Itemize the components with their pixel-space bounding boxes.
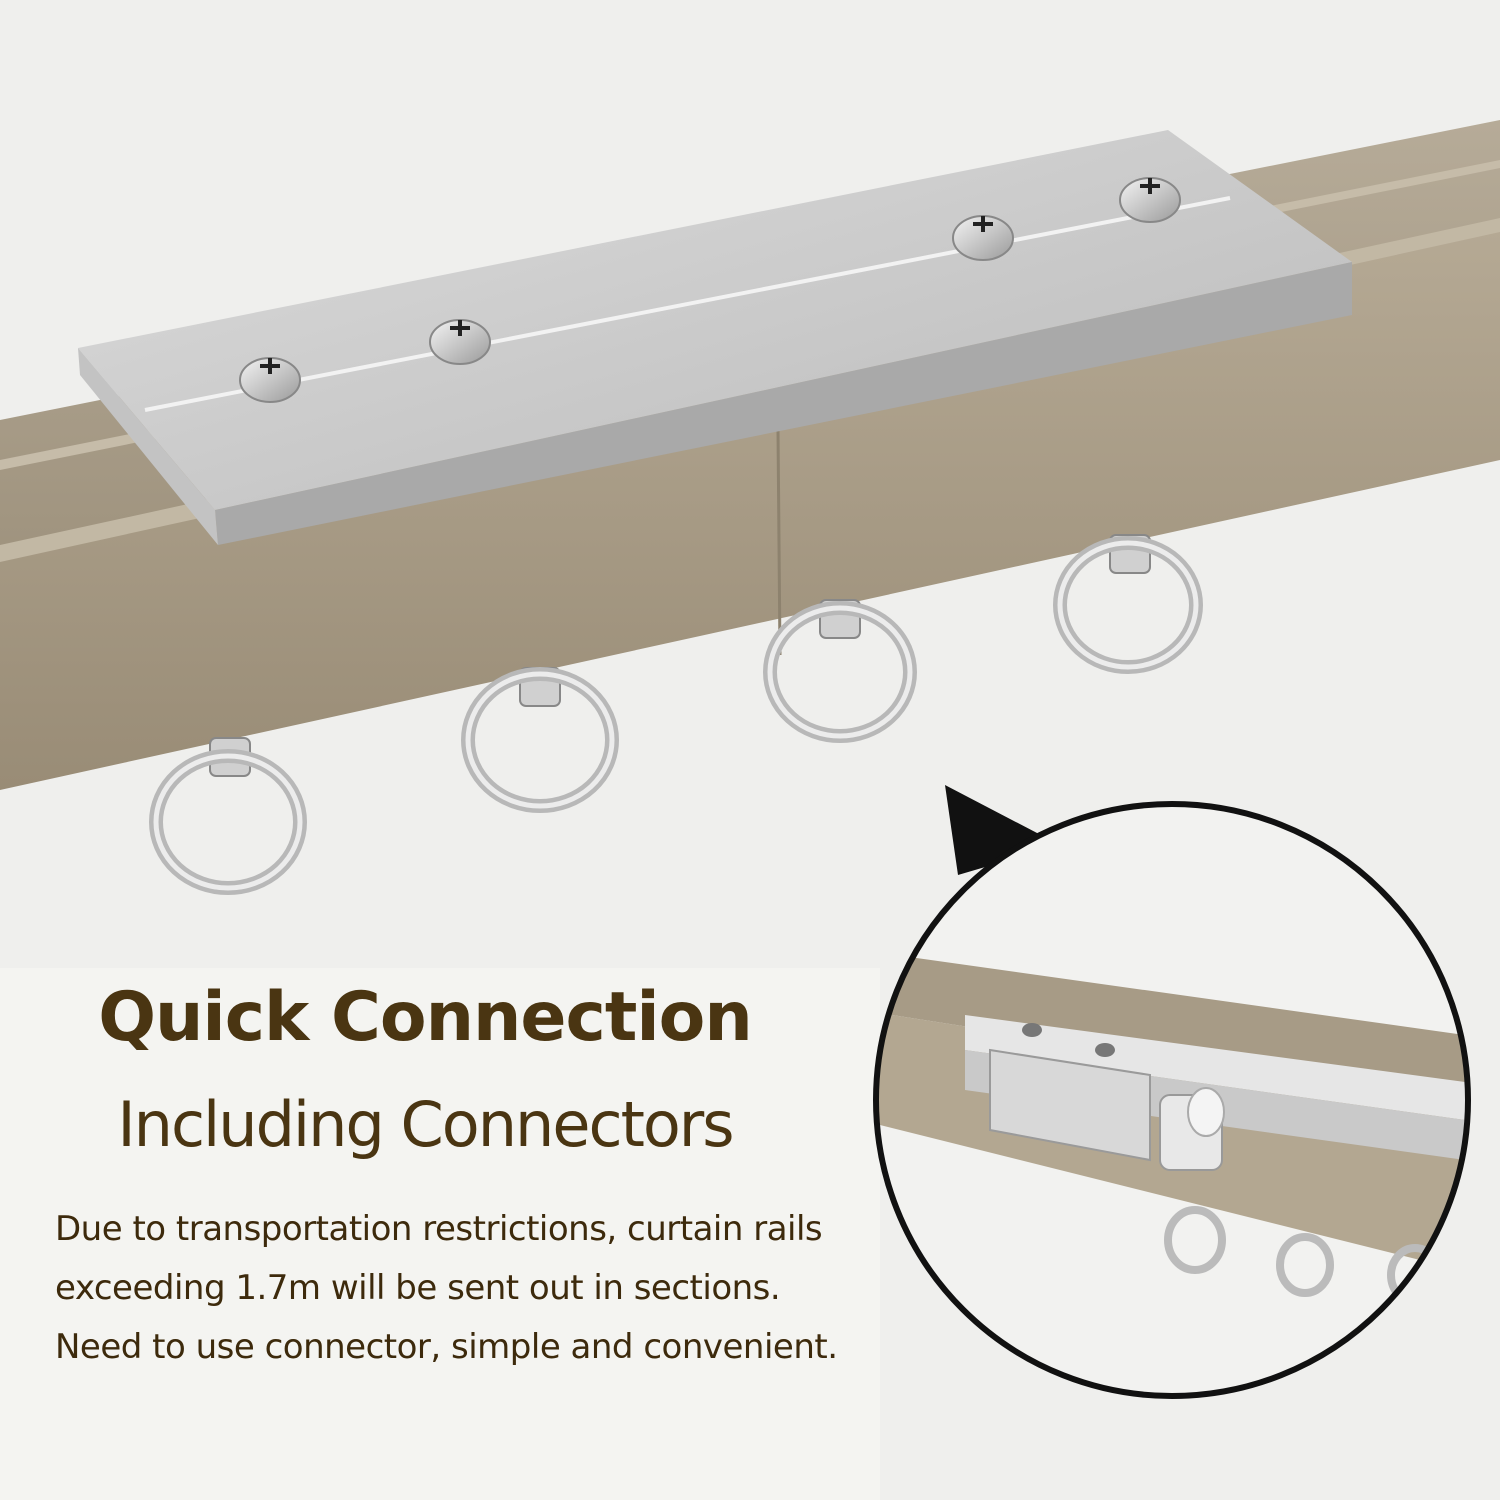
- headline: Quick Connection: [98, 978, 753, 1057]
- phillips-screw-icon: [429, 319, 491, 365]
- phillips-screw-icon: [952, 215, 1014, 261]
- description-line: Need to use connector, simple and conven…: [55, 1327, 838, 1367]
- zoom-circle: [873, 801, 1471, 1399]
- phillips-screw-icon: [1119, 177, 1181, 223]
- connector-plate: [78, 130, 1352, 545]
- ring-hook-icon: [149, 737, 307, 895]
- ring-hook-icon: [461, 667, 619, 813]
- phillips-screw-icon: [239, 357, 301, 403]
- ring-hooks: [149, 534, 1203, 895]
- description-line: exceeding 1.7m will be sent out in secti…: [55, 1268, 781, 1308]
- ring-hook-icon: [763, 599, 917, 743]
- description-line: Due to transportation restrictions, curt…: [55, 1209, 823, 1249]
- subheadline: Including Connectors: [117, 1088, 734, 1161]
- screws: [239, 177, 1181, 403]
- ring-hook-icon: [1053, 534, 1203, 674]
- description: Due to transportation restrictions, curt…: [55, 1200, 895, 1377]
